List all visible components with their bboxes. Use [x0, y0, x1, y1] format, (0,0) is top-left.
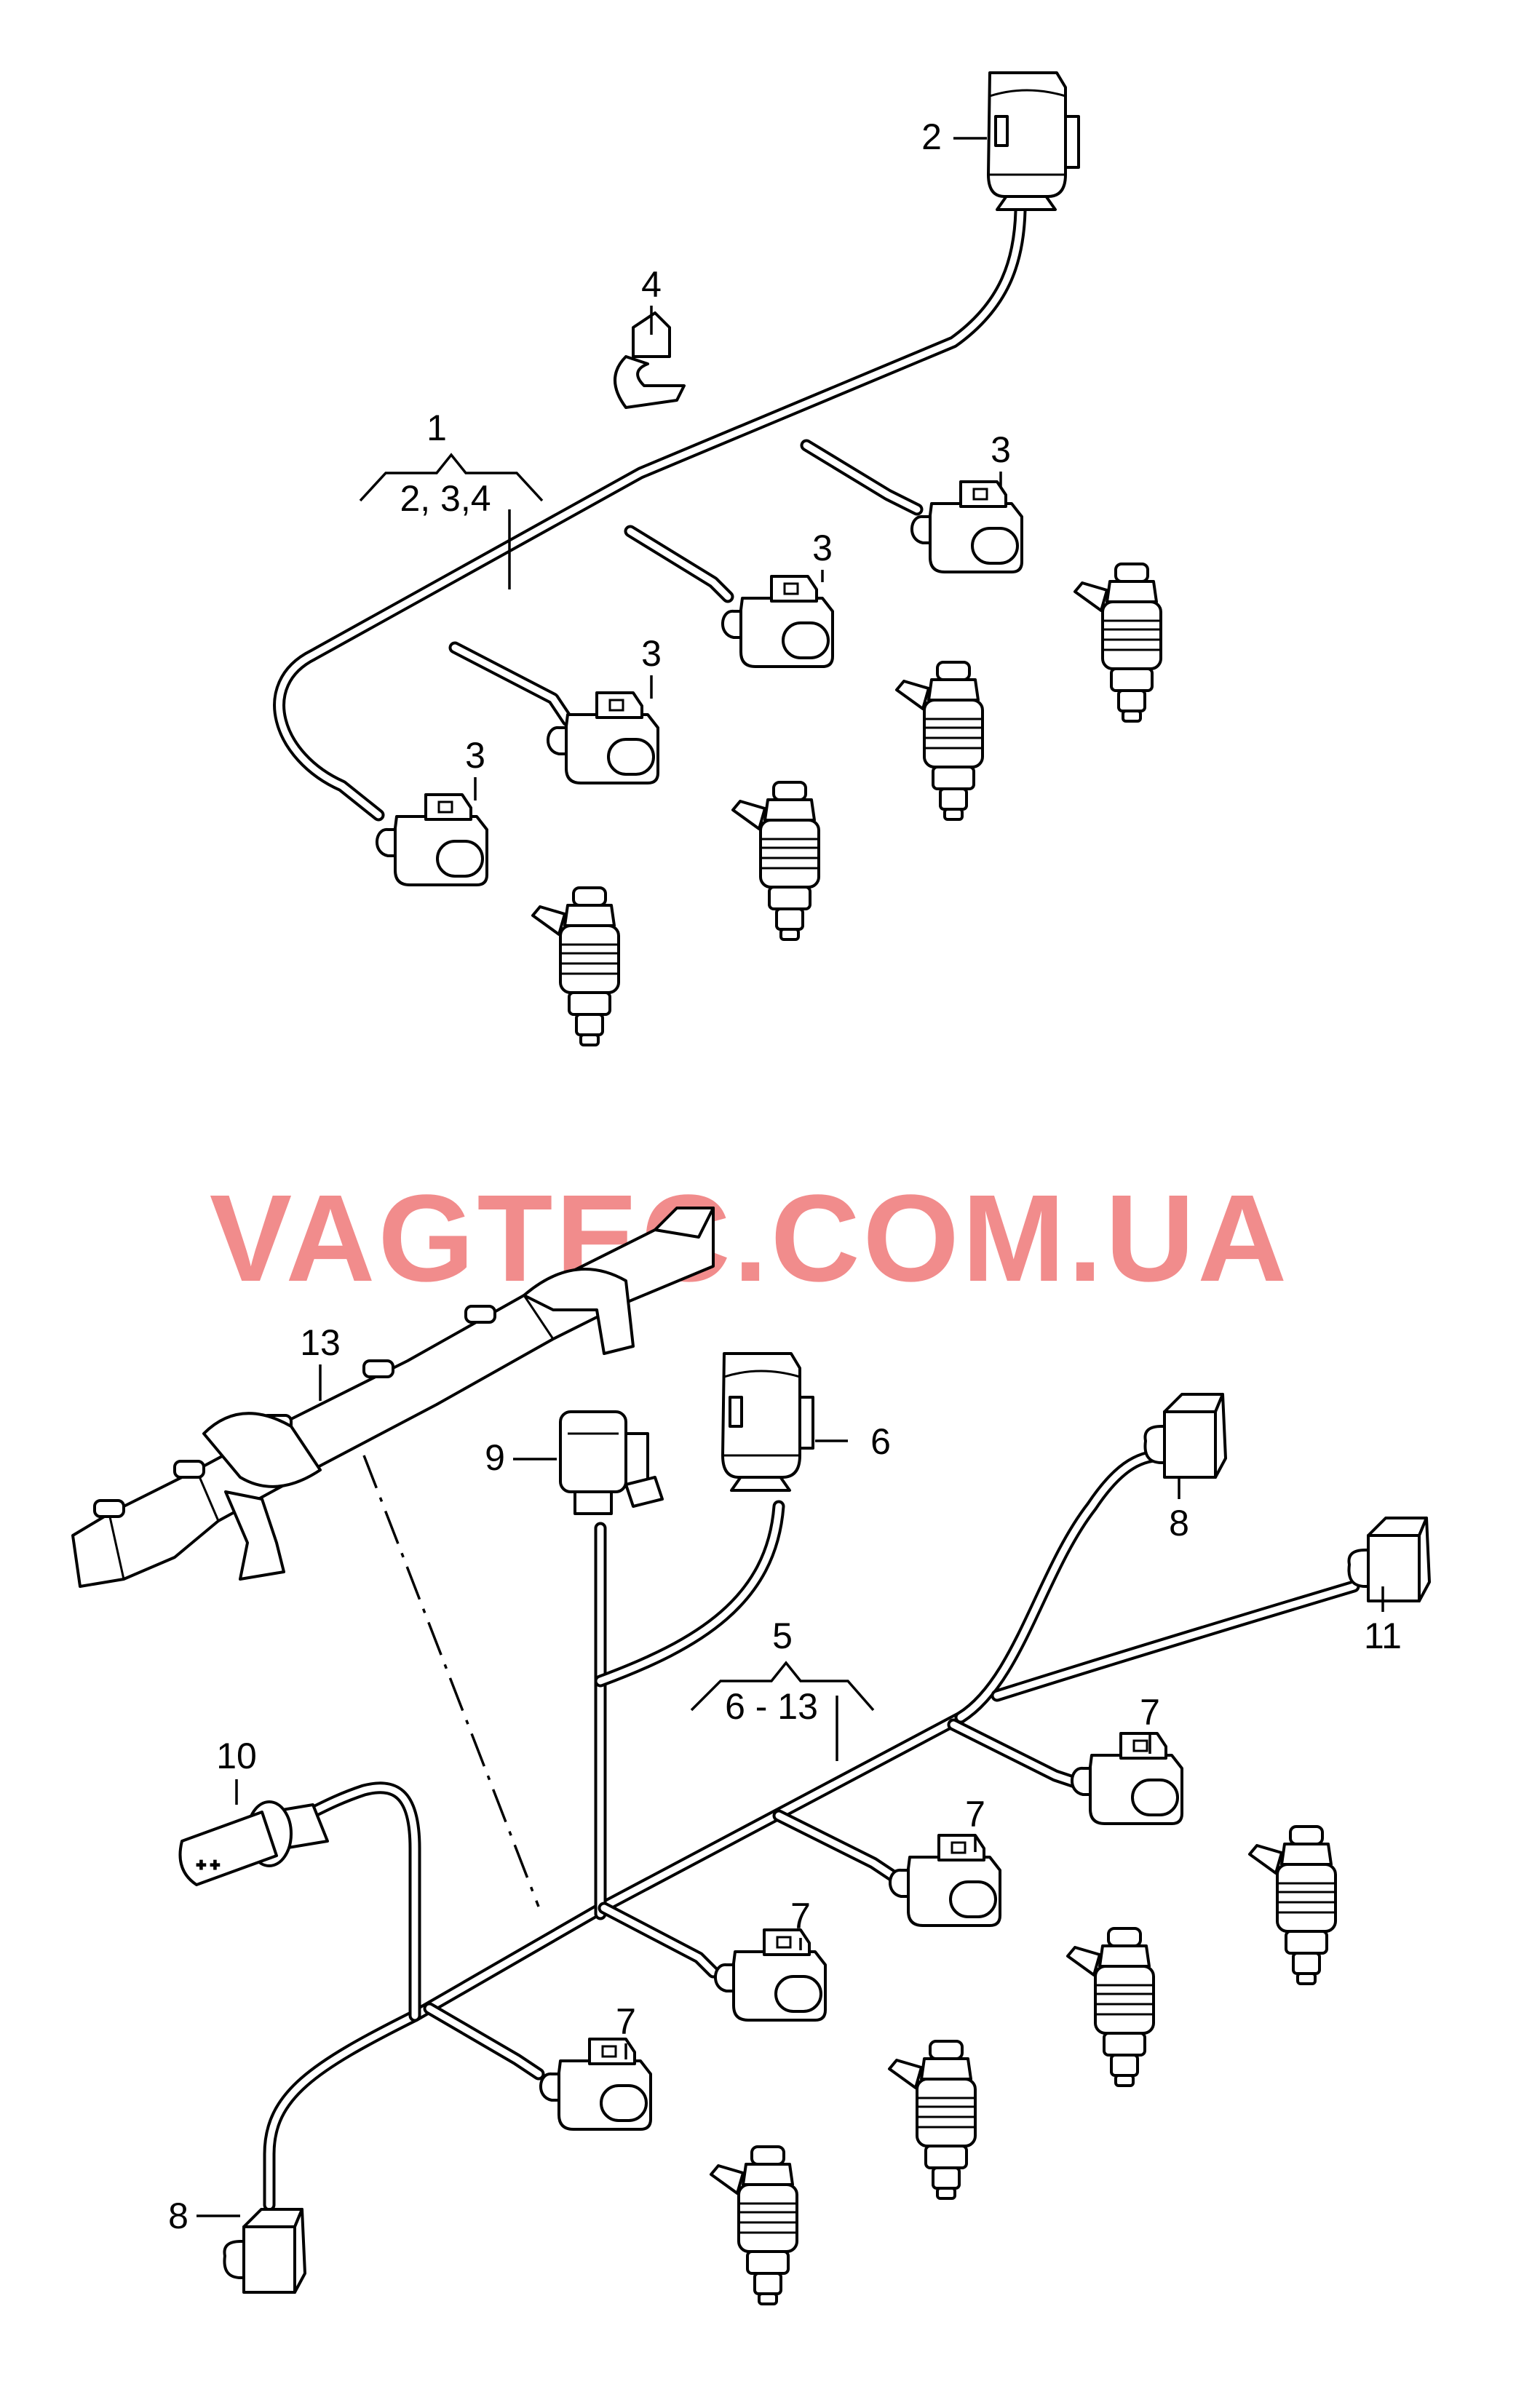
callout-group-4: 4	[641, 264, 662, 335]
connector-7-b	[888, 1834, 1001, 1927]
callout-6: 6	[870, 1421, 891, 1462]
injector-lower-4	[710, 2145, 798, 2305]
injector-upper-3	[731, 781, 820, 941]
connector-7-d	[539, 2038, 652, 2131]
connector-7-a	[1070, 1732, 1183, 1825]
callout-7-b: 7	[965, 1794, 985, 1835]
callout-group-3: 3 3 3 3	[465, 429, 1011, 800]
callout-3-c: 3	[641, 633, 662, 674]
callout-5: 5	[772, 1616, 793, 1656]
callout-group-11: 11	[1364, 1586, 1402, 1656]
callout-2: 2	[921, 116, 942, 157]
callout-3-b: 3	[812, 528, 833, 568]
callout-group-1: 1 2, 3,4	[359, 408, 544, 589]
injector-lower-3	[888, 2040, 977, 2200]
callout-9: 9	[485, 1437, 505, 1478]
connector-3-a	[910, 480, 1023, 573]
callout-7-c: 7	[790, 1896, 811, 1936]
main-connector-2	[987, 71, 1080, 211]
injector-upper-1	[1073, 563, 1162, 723]
callout-8-upper: 8	[1169, 1503, 1189, 1543]
callout-3-d: 3	[465, 735, 485, 776]
callout-8-lower: 8	[168, 2196, 188, 2236]
sensor-connector-8-lower	[223, 2208, 306, 2294]
callout-4: 4	[641, 264, 662, 305]
sensor-connector-11	[1347, 1517, 1431, 1602]
callout-7-d: 7	[616, 2001, 636, 2042]
sensor-10: + +	[178, 1800, 329, 1886]
sensor-connector-8-upper	[1143, 1393, 1227, 1479]
connector-3-b	[721, 575, 834, 668]
sensor-10-plus-label: + +	[197, 1856, 220, 1874]
callout-11: 11	[1364, 1616, 1402, 1656]
callout-13: 13	[300, 1322, 341, 1363]
callout-group-9: 9	[485, 1437, 557, 1478]
injector-upper-4	[531, 886, 620, 1046]
connector-9	[559, 1410, 664, 1515]
callout-5-sub: 6 - 13	[725, 1686, 818, 1727]
harness-upper	[273, 204, 1027, 822]
callout-group-8: 8 8	[168, 1477, 1189, 2236]
connector-7-c	[713, 1928, 827, 2022]
callout-group-6: 6	[815, 1421, 891, 1462]
callout-1: 1	[426, 408, 447, 448]
harness-lower	[263, 1449, 1360, 2212]
injector-upper-2	[895, 661, 984, 821]
watermark: VAGTEC.COM.UA	[210, 1169, 1290, 1308]
clip-4	[614, 311, 686, 409]
callout-7-a: 7	[1140, 1692, 1160, 1733]
callout-group-2: 2	[921, 116, 987, 157]
callout-10: 10	[216, 1736, 257, 1776]
callout-3-a: 3	[991, 429, 1011, 470]
callout-group-10: 10	[216, 1736, 257, 1805]
callout-group-7: 7 7 7 7	[616, 1692, 1160, 2059]
injector-lower-2	[1066, 1927, 1155, 2087]
connector-3-d	[375, 793, 488, 886]
callout-1-sub: 2, 3,4	[400, 478, 491, 519]
wire-rail-13: 13	[71, 1207, 715, 1907]
main-connector-6	[721, 1352, 814, 1492]
injector-lower-1	[1248, 1825, 1337, 1985]
callout-group-5: 5 6 - 13	[690, 1616, 875, 1761]
